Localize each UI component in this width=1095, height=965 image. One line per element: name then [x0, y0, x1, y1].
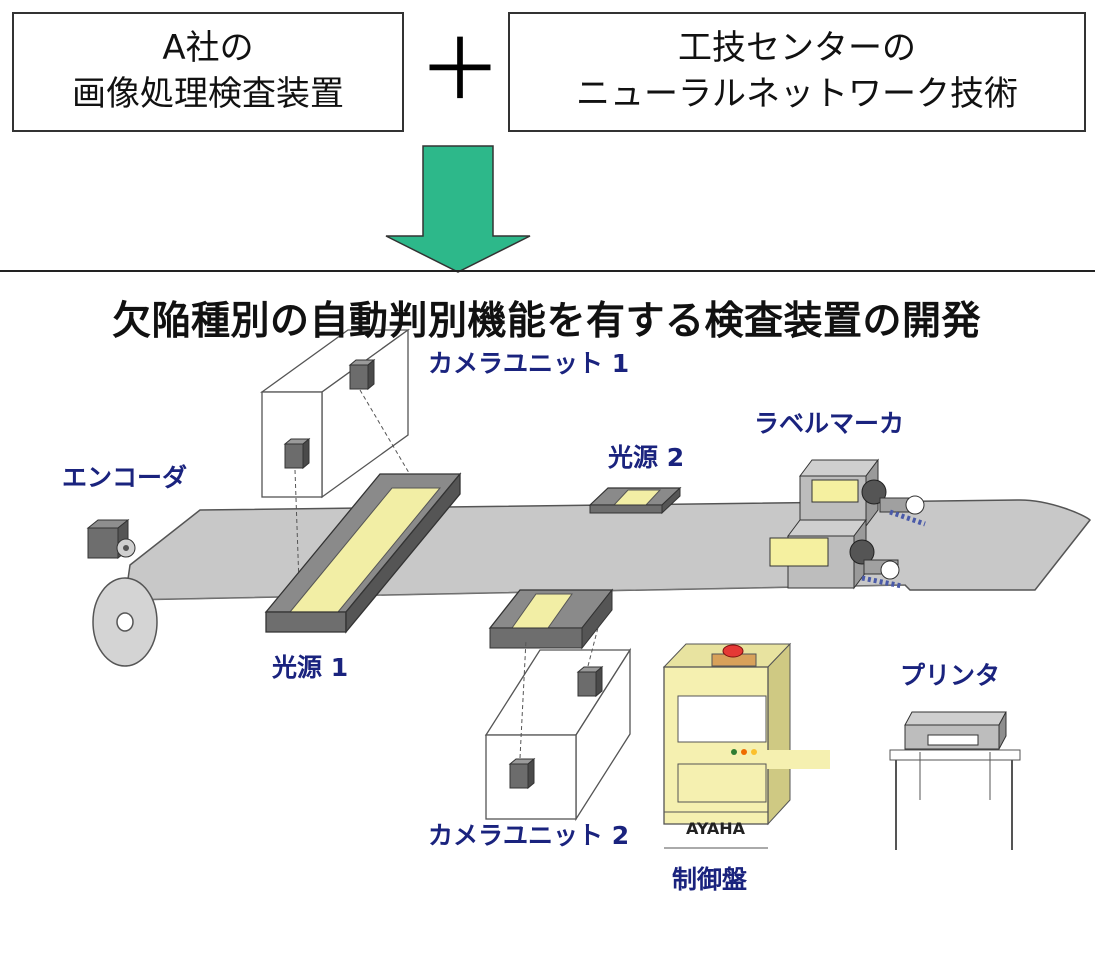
plus-sign: ＋ — [418, 21, 503, 119]
neural-network-tech-box: 工技センターの ニューラルネットワーク技術 — [508, 12, 1086, 132]
box-left-line2: 画像処理検査装置 — [72, 74, 344, 114]
camera-icon — [508, 757, 536, 790]
encoder-label: エンコーダ — [62, 463, 187, 492]
light-source-1-label: 光源 1 — [271, 653, 348, 682]
printer-table — [889, 749, 1021, 761]
label-marker-device — [799, 458, 926, 528]
box-left-line1: A社の — [162, 28, 254, 69]
box-right-line1: 工技センターの — [678, 28, 916, 69]
down-arrow-icon — [385, 145, 531, 273]
camera-unit-1 — [259, 328, 413, 613]
label-marker-label: ラベルマーカ — [754, 409, 904, 438]
box-right-line2: ニューラルネットワーク技術 — [576, 74, 1018, 114]
divider-line — [0, 270, 1095, 272]
camera-unit-2 — [484, 619, 632, 822]
printer — [889, 711, 1021, 850]
control-panel-cabinet: AYAHA — [662, 642, 830, 849]
camera-icon — [283, 437, 311, 470]
camera-icon — [576, 665, 604, 698]
printer-label: プリンタ — [900, 661, 1000, 690]
control-panel-label: 制御盤 — [672, 865, 748, 894]
camera-icon — [348, 358, 376, 391]
light-source-2 — [588, 486, 682, 515]
image-inspection-device-box: A社の 画像処理検査装置 — [12, 12, 404, 132]
light-source-1 — [264, 472, 462, 634]
encoder-device — [86, 518, 136, 560]
conveyor-belt — [92, 499, 1092, 667]
light-source-near — [488, 588, 614, 650]
label-marker-device — [769, 518, 903, 590]
light-source-2-label: 光源 2 — [607, 443, 684, 472]
camera-unit-2-label: カメラユニット 2 — [428, 821, 629, 850]
headline: 欠陥種別の自動判別機能を有する検査装置の開発 — [112, 299, 982, 344]
brand-label: AYAHA — [686, 819, 746, 838]
camera-unit-1-label: カメラユニット 1 — [428, 349, 629, 378]
emergency-stop-icon — [722, 644, 744, 658]
